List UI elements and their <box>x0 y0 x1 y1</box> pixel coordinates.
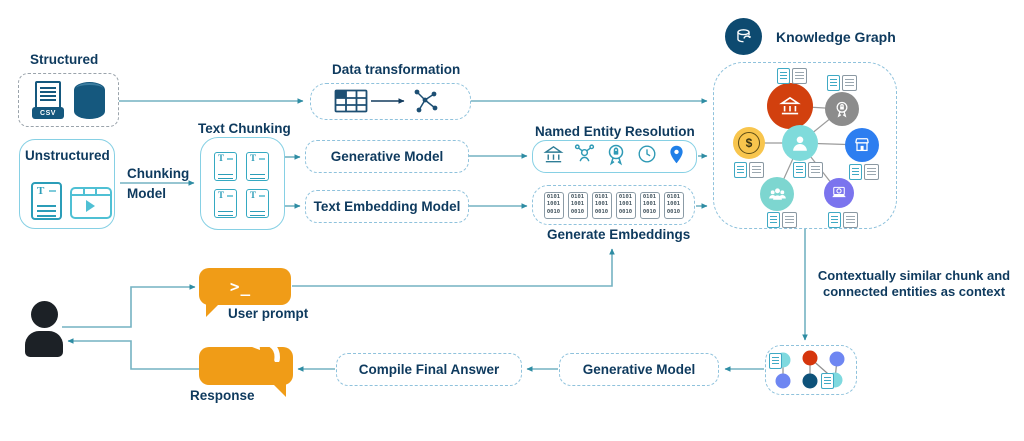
graph-transform-icon <box>412 88 439 120</box>
chunk-pair <box>793 162 823 178</box>
response-label: Response <box>190 388 255 403</box>
user-prompt-bubble: >_ <box>199 268 291 317</box>
kg-node-device <box>824 178 854 208</box>
generative-model-2-label: Generative Model <box>582 362 696 377</box>
user-prompt-label: User prompt <box>228 306 309 321</box>
generate-embeddings-label: Generate Embeddings <box>547 227 691 242</box>
mini-node-blue <box>775 373 791 389</box>
text-chunking-box <box>200 137 285 230</box>
badge-lock-icon <box>604 142 628 171</box>
database-icon <box>74 81 105 119</box>
unstructured-label: Unstructured <box>25 148 110 163</box>
chunk-pair <box>828 212 858 228</box>
location-pin-icon <box>666 144 687 170</box>
table-icon <box>334 89 368 118</box>
text-embedding-model-box: Text Embedding Model <box>305 190 469 223</box>
entity-network-icon <box>573 143 596 171</box>
mini-node-red <box>802 350 818 366</box>
csv-badge: CSV <box>32 107 64 119</box>
clock-icon <box>636 143 658 170</box>
structured-box: CSV <box>18 73 119 127</box>
chunk-pair <box>849 164 879 180</box>
knowledge-graph-db-icon <box>725 18 762 55</box>
generative-model-box: Generative Model <box>305 140 469 173</box>
chunk-doc-icon: T <box>246 189 269 218</box>
kg-node-group <box>760 177 794 211</box>
text-document-icon: T <box>31 182 62 220</box>
chunk-pair <box>734 162 764 178</box>
bank-icon <box>542 143 565 171</box>
terminal-prompt-icon: >_ <box>229 277 252 296</box>
kg-node-money: $ <box>733 127 765 159</box>
kg-node-store <box>845 128 879 162</box>
kg-node-bank <box>767 83 813 129</box>
generative-model-label: Generative Model <box>330 149 444 164</box>
wire-person-to-prompt <box>62 284 196 328</box>
chunk-doc-icon <box>769 353 782 369</box>
response-bubble <box>199 336 293 397</box>
chunking-model-label-line2: Model <box>127 186 166 201</box>
chunking-model-label-line1: Chunking <box>127 166 190 181</box>
ner-label: Named Entity Resolution <box>535 124 695 139</box>
wire-prompt-to-embeddings <box>292 248 615 287</box>
chunk-pair <box>777 68 807 84</box>
csv-file-icon: CSV <box>32 81 64 119</box>
chunk-pair <box>827 75 857 91</box>
chunk-doc-icon <box>821 373 834 389</box>
user-person-icon <box>25 301 63 357</box>
kg-node-person <box>782 125 818 161</box>
structured-label: Structured <box>30 52 99 67</box>
knowledge-graph-box: $ <box>713 62 897 229</box>
dollar-icon: $ <box>738 132 760 154</box>
ner-box <box>532 140 697 173</box>
chunk-doc-icon: T <box>214 189 237 218</box>
context-note: Contextually similar chunk and connected… <box>812 268 1016 300</box>
mini-node-blue <box>829 351 845 367</box>
compile-final-answer-box: Compile Final Answer <box>336 353 522 386</box>
generative-model-2-box: Generative Model <box>559 353 719 386</box>
mini-node-navy <box>802 373 818 389</box>
data-transformation-box <box>310 83 471 120</box>
context-subgraph-box <box>765 345 857 395</box>
data-transformation-label: Data transformation <box>332 62 461 77</box>
knowledge-graph-label: Knowledge Graph <box>776 29 896 45</box>
text-embedding-model-label: Text Embedding Model <box>313 199 461 214</box>
context-note-line2: connected entities as context <box>822 284 1006 299</box>
chunk-doc-icon: T <box>246 152 269 181</box>
video-icon <box>70 187 112 219</box>
unstructured-box <box>19 139 115 229</box>
wire-response-to-person <box>67 338 199 370</box>
compile-final-answer-label: Compile Final Answer <box>358 362 500 377</box>
chunk-doc-icon: T <box>214 152 237 181</box>
reply-arrow-icon <box>241 334 283 367</box>
context-note-line1: Contextually similar chunk and <box>817 268 1011 283</box>
chunk-pair <box>767 212 797 228</box>
kg-node-badge <box>825 92 859 126</box>
text-chunking-label: Text Chunking <box>198 121 291 136</box>
chunked-docs: T T T T <box>214 152 269 218</box>
